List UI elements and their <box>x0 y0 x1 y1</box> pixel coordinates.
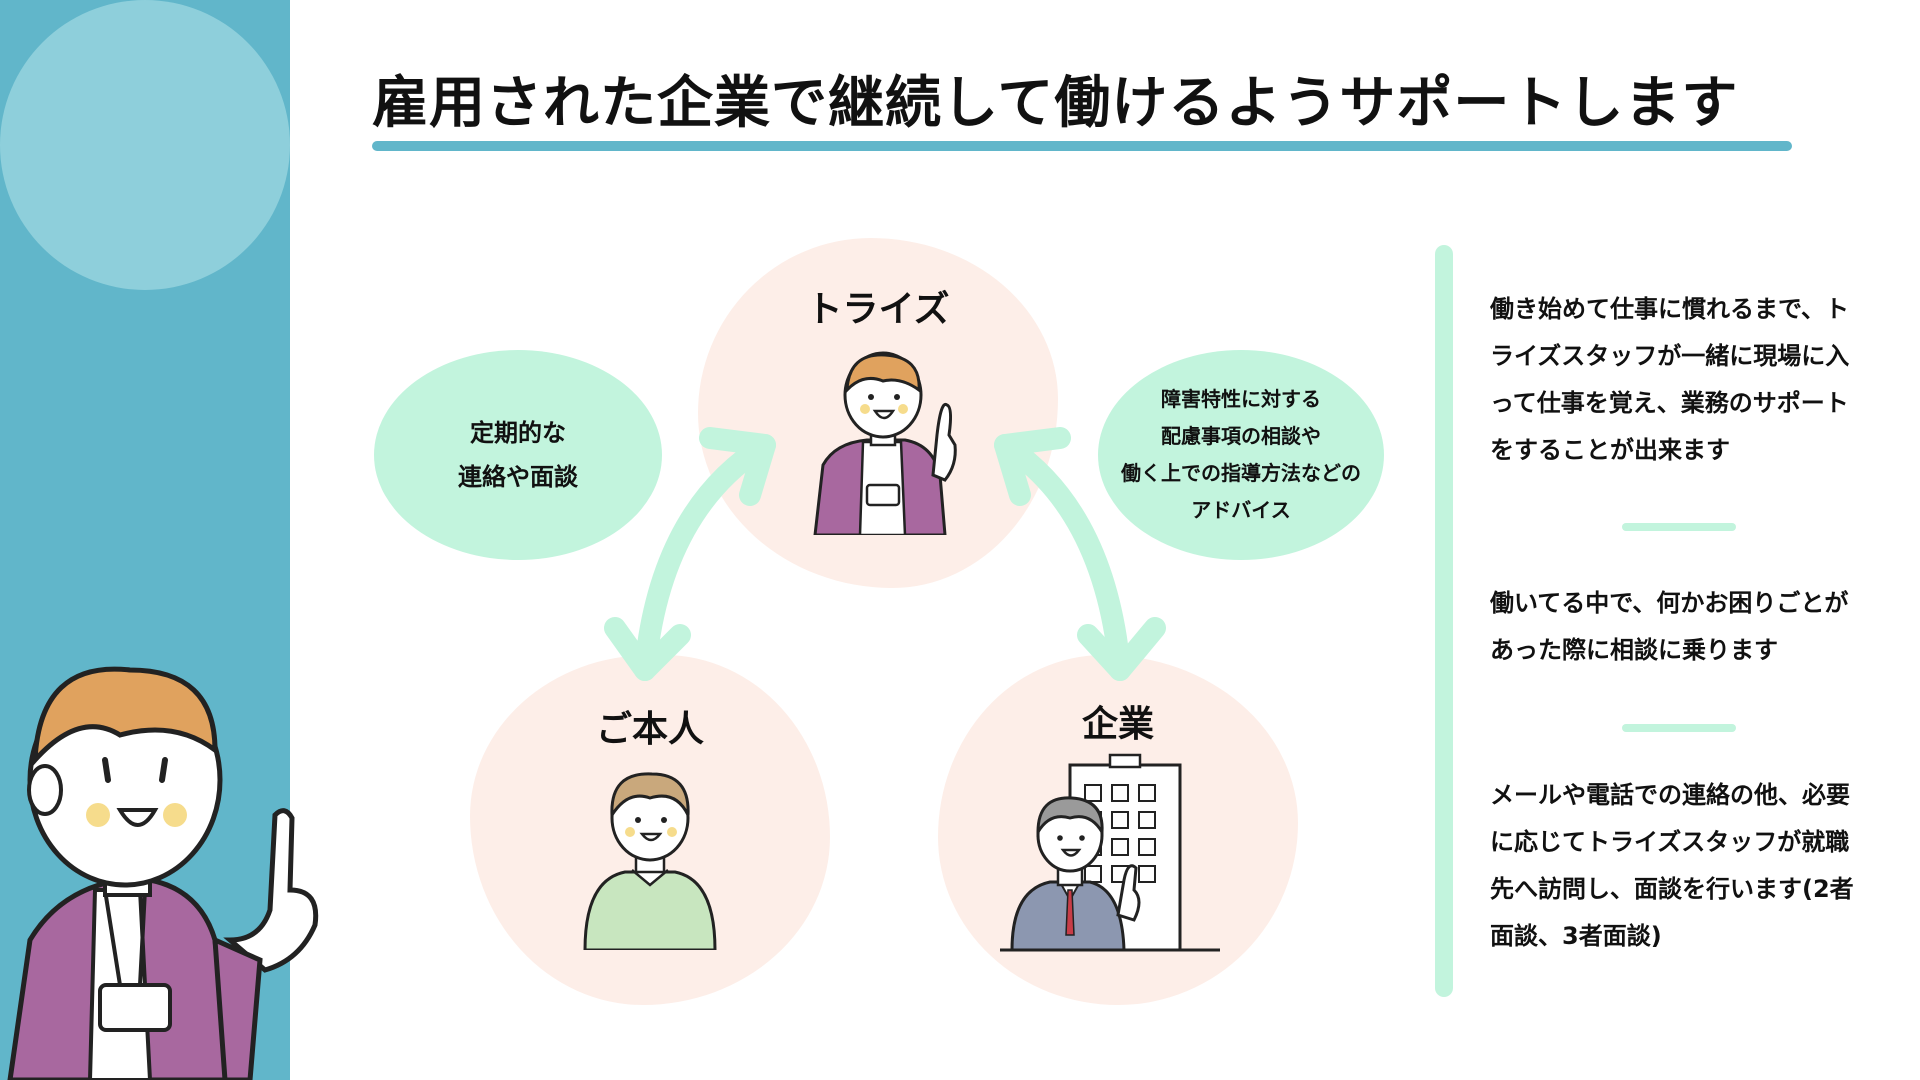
node-label-company: 企業 <box>1081 704 1154 745</box>
relationship-arrows <box>604 427 1166 681</box>
info-column-bar <box>1435 245 1453 997</box>
node-label-person: ご本人 <box>595 709 704 750</box>
bubble-advice-text: 障害特性に対する 配慮事項の相談や 働く上での指導方法などの アドバイス <box>1121 387 1361 522</box>
staff-person-illustration <box>813 351 957 535</box>
bubble-regular-contact-text: 定期的な 連絡や面談 <box>458 419 578 491</box>
client-person-illustration <box>583 772 717 950</box>
bubble-regular-contact: 定期的な 連絡や面談 <box>374 350 662 560</box>
node-label-trise: トライズ <box>806 289 950 330</box>
page-title: 雇用された企業で継続して働けるようサポートします <box>372 71 1739 136</box>
bubble-advice: 障害特性に対する 配慮事項の相談や 働く上での指導方法などの アドバイス <box>1098 350 1384 560</box>
info-text-visit-interview: メールや電話での連絡の他、必要に応じてトライズスタッフが就職先へ訪問し、面談を行… <box>1490 781 1854 950</box>
info-text-onsite-support: 働き始めて仕事に慣れるまで、トライズスタッフが一緒に現場に入って仕事を覚え、業務… <box>1490 295 1850 464</box>
title-underline <box>372 141 1792 151</box>
guide-staff-illustration <box>7 666 319 1080</box>
businessman-building-illustration <box>1000 753 1220 952</box>
double-headed-arrow-right <box>994 434 1131 681</box>
double-headed-arrow-left <box>634 434 776 681</box>
info-divider <box>1622 523 1736 531</box>
decor-circle <box>0 0 290 290</box>
info-text-consultation: 働いてる中で、何かお困りごとがあった際に相談に乗ります <box>1490 589 1849 664</box>
info-divider <box>1622 724 1736 732</box>
